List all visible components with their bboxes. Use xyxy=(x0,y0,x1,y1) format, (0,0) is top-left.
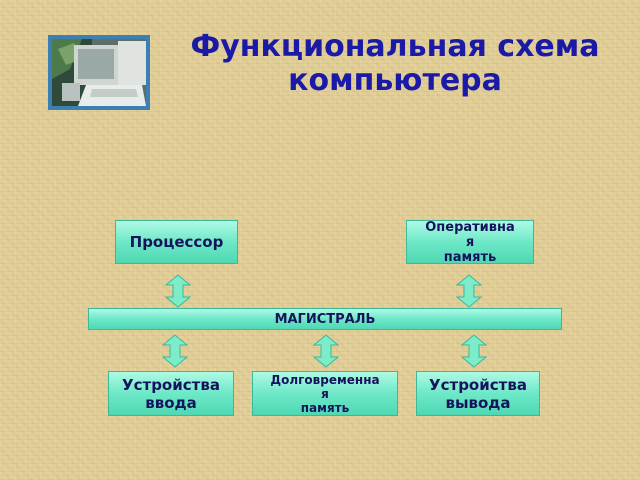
computer-photo-image xyxy=(52,39,146,106)
ram-block: Оперативна я память xyxy=(406,220,534,265)
double-arrow-icon xyxy=(313,334,339,368)
bus-block: МАГИСТРАЛЬ xyxy=(88,308,562,330)
long-term-memory-block: Долговременна я память xyxy=(252,371,398,416)
double-arrow-icon xyxy=(456,274,482,308)
computer-photo xyxy=(48,35,150,110)
processor-block: Процессор xyxy=(115,220,238,264)
output-devices-block: Устройства вывода xyxy=(416,371,540,416)
input-devices-block: Устройства ввода xyxy=(108,371,234,416)
double-arrow-icon xyxy=(461,334,487,368)
double-arrow-icon xyxy=(162,334,188,368)
page-title: Функциональная схема компьютера xyxy=(190,29,600,98)
double-arrow-icon xyxy=(165,274,191,308)
